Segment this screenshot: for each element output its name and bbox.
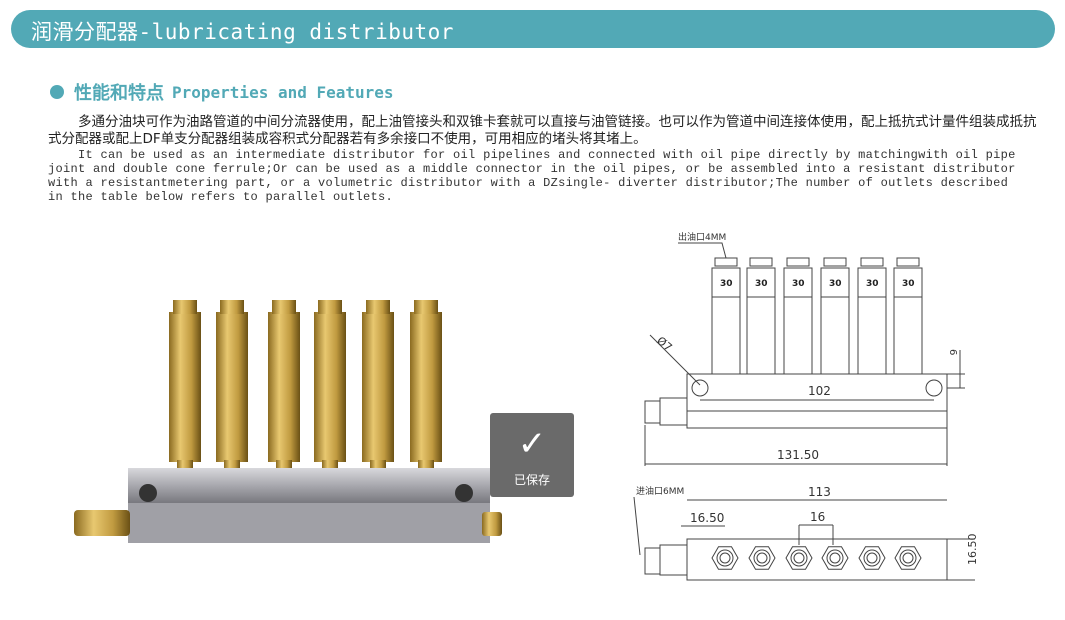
dim-hole: Ø7 [654,334,674,354]
outlet-meter: 30 [783,257,813,375]
description-en: It can be used as an intermediate distri… [48,148,1016,204]
brass-meter [216,300,248,470]
meter-value: 30 [720,279,733,289]
outlet-label: 出油口4MM [678,231,726,243]
dim-6: 6 [947,349,958,355]
header-banner: 润滑分配器-lubricating distributor [11,10,1055,48]
bullet-icon [50,85,64,99]
dim-16-50: 16.50 [690,511,724,525]
outlet-port [785,546,813,570]
inlet-label: 进油口6MM [636,485,684,497]
outlet-meter: 30 [857,257,887,375]
brass-meter [314,300,346,470]
outlet-port [894,546,922,570]
checkmark-icon: ✓ [517,424,547,464]
outlet-port [748,546,776,570]
outlet-meter: 30 [746,257,776,375]
technical-drawing: 出油口4MM 30 30 30 30 30 30 Ø7 102 6 131.50 进油口6… [633,231,979,581]
dim-102: 102 [808,384,831,398]
description-cn: 多通分油块可作为油路管道的中间分流器使用，配上油管接头和双锥卡套就可以直接与油管… [48,114,1037,147]
dim-16: 16 [810,510,825,524]
outlet-meter: 30 [893,257,923,375]
saved-toast: ✓ 已保存 [490,413,574,497]
page-title: 润滑分配器-lubricating distributor [31,20,454,44]
brass-meter [410,300,442,470]
section-heading: 性能和特点 Properties and Features [50,79,394,105]
brass-meter [362,300,394,470]
dim-131-50: 131.50 [777,448,819,462]
outlet-meter: 30 [711,257,741,375]
outlet-port [858,546,886,570]
dim-height: 16.50 [966,534,979,566]
section-title-en: Properties and Features [172,82,394,102]
outlet-meter: 30 [820,257,850,375]
brass-meter [268,300,300,470]
outlet-port [821,546,849,570]
product-photo [74,300,502,543]
meter-value: 30 [866,279,879,289]
meter-value: 30 [792,279,805,289]
outlet-port [711,546,739,570]
meter-value: 30 [902,279,915,289]
meter-value: 30 [755,279,768,289]
meter-value: 30 [829,279,842,289]
saved-label: 已保存 [513,473,550,487]
dim-113: 113 [808,485,831,499]
brass-meter [169,300,201,470]
section-title-cn: 性能和特点 [74,83,164,104]
